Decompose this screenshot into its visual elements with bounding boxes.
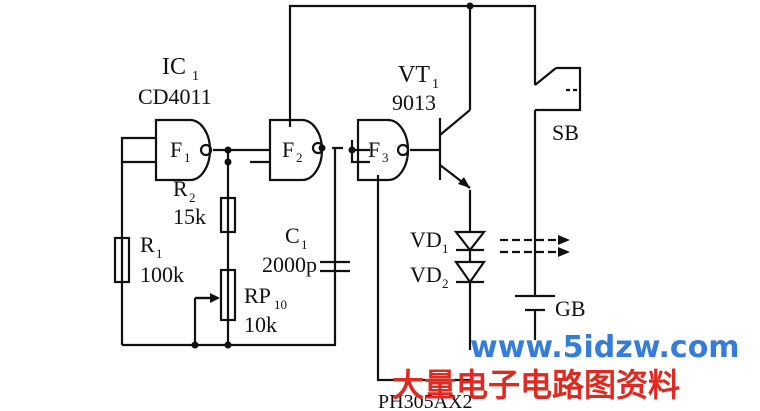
rp-label-sub: 10: [274, 297, 287, 312]
ic-part-label: CD4011: [138, 84, 212, 109]
r2-label-sub: 2: [189, 190, 196, 205]
resistor-r2: [219, 196, 237, 234]
gate-f1: F 1: [154, 118, 213, 182]
rp-label: RP: [244, 283, 271, 308]
component-labels: IC 1 CD4011 VT 1 9013 SB R 2 15k R 1 100…: [138, 54, 586, 411]
c1-label-sub: 1: [301, 237, 308, 252]
r1-label: R: [140, 232, 155, 257]
ic-label: IC: [162, 54, 186, 80]
battery-gb: [515, 294, 555, 312]
r1-label-sub: 1: [156, 246, 163, 261]
vd1-label: VD: [410, 227, 442, 252]
wires: [120, 4, 537, 382]
gate-f2: F 2: [268, 118, 325, 182]
transistor-label: VT: [398, 62, 430, 88]
ic-label-sub: 1: [192, 69, 199, 84]
rp-value: 10k: [244, 312, 277, 337]
transistor-vt1: [438, 95, 472, 189]
buzzer-label: PH305AX2: [378, 391, 472, 411]
watermark-site: www.5idzw.com: [470, 330, 740, 365]
watermark: www.5idzw.com 大量电子电路图资料: [392, 330, 740, 404]
led-vd2: [453, 260, 487, 300]
gate-f3-label: F: [368, 137, 380, 162]
led-vd1: [453, 225, 570, 262]
gate-f1-label: F: [170, 137, 182, 162]
watermark-cn: 大量电子电路图资料: [392, 366, 680, 404]
vd1-label-sub: 1: [442, 241, 449, 256]
c1-label: C: [285, 223, 300, 248]
battery-label: GB: [555, 296, 586, 321]
junction-dots: [191, 2, 474, 349]
r2-value: 15k: [173, 204, 206, 229]
switch-sb: [534, 66, 582, 112]
gate-f3-sub: 3: [382, 150, 389, 165]
potentiometer-rp10: [195, 268, 237, 322]
gate-f3: F 3: [356, 118, 410, 182]
resistor-r1: [113, 236, 131, 284]
r2-label: R: [173, 176, 188, 201]
r1-value: 100k: [140, 262, 184, 287]
gate-f2-sub: 2: [296, 150, 303, 165]
switch-label: SB: [552, 120, 579, 145]
transistor-part-label: 9013: [392, 90, 436, 115]
transistor-label-sub: 1: [432, 77, 439, 92]
vd2-label: VD: [410, 262, 442, 287]
capacitor-c1: [320, 260, 350, 273]
c1-value: 2000p: [262, 252, 317, 277]
vd2-label-sub: 2: [442, 276, 449, 291]
gate-f1-sub: 1: [184, 150, 191, 165]
gate-f2-label: F: [282, 137, 294, 162]
